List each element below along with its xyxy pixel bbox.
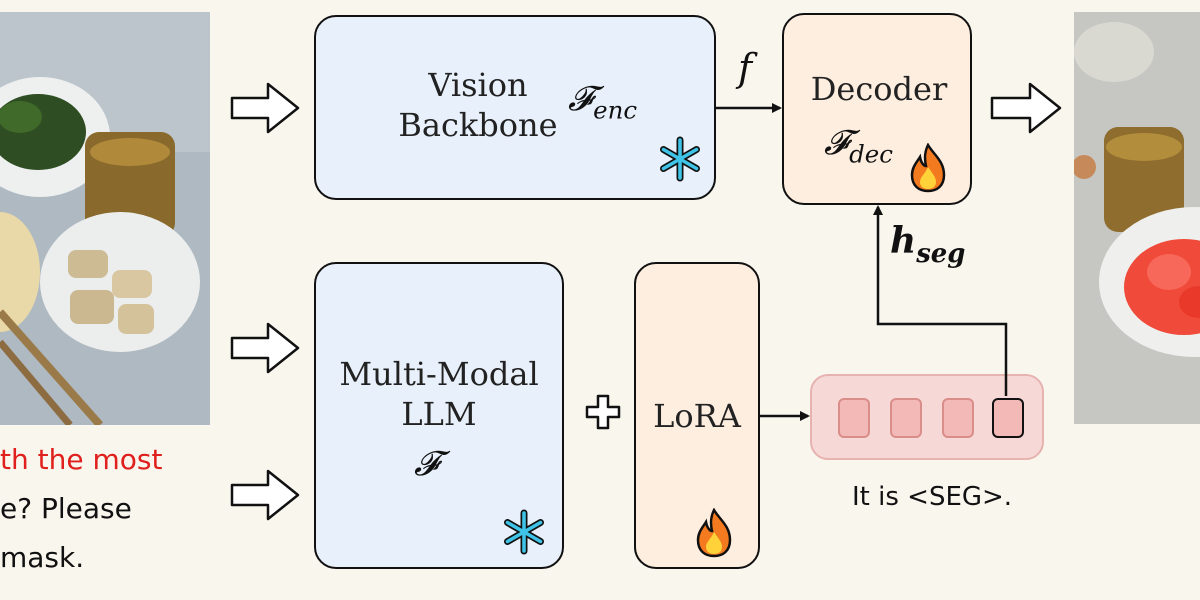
query-line-1: th the most [0,443,163,476]
output-image [1074,12,1200,424]
decoder-box: Decoder 𝓕dec [782,13,972,205]
llm-label: Multi-Modal LLM [339,355,539,433]
snowflake-icon [504,509,544,555]
hseg-label: hseg [890,220,966,270]
token-sequence [810,374,1044,460]
output-text: It is <SEG>. [852,482,1013,512]
feature-label: f [738,46,753,90]
input-arrow-llm-text [230,469,300,521]
input-arrow-llm-image [230,322,300,374]
decoder-symbol: 𝓕dec [824,123,893,169]
fire-icon [696,508,732,558]
lora-box: LoRA [634,262,760,569]
multimodal-llm-box: Multi-Modal LLM 𝓕 [314,262,564,569]
plus-sign [583,392,623,432]
hseg-arrow [873,205,1008,396]
token [942,398,974,438]
decoder-label: Decoder [810,70,948,108]
vision-backbone-label: Vision Backbone [398,66,558,144]
vision-backbone-symbol: 𝓕enc [568,79,638,125]
token [890,398,922,438]
lora-label: LoRA [653,397,741,435]
snowflake-icon [660,136,700,182]
query-line-3: mask. [0,541,85,574]
query-line-2: e? Please [0,492,132,525]
output-arrow [990,82,1062,134]
vision-backbone-box: Vision Backbone 𝓕enc [314,15,716,200]
input-arrow-vision [230,82,300,134]
fire-icon [910,143,946,193]
input-image [0,12,210,425]
llm-symbol: 𝓕 [414,444,440,484]
token [838,398,870,438]
seg-token [992,398,1024,438]
